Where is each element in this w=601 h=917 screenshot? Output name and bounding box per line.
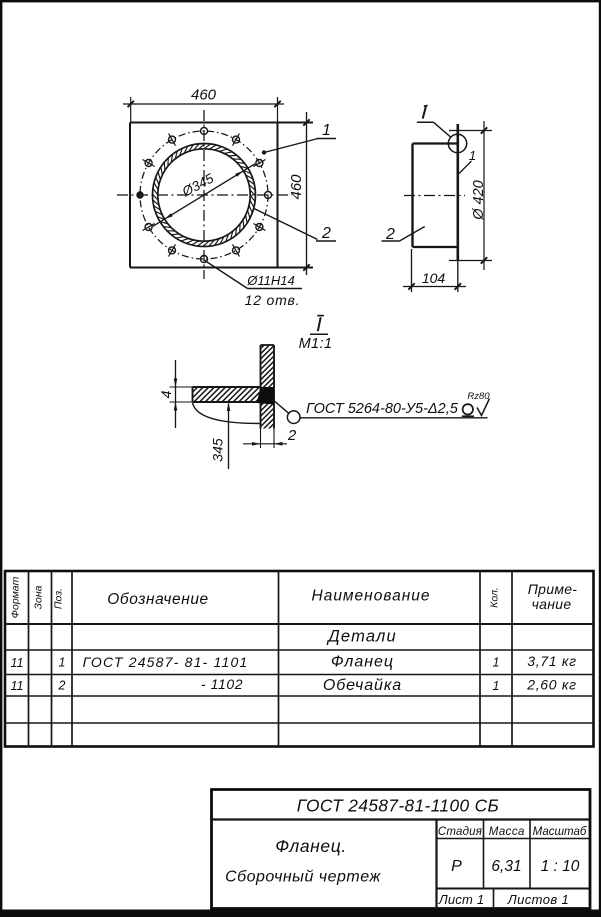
svg-text:Масштаб: Масштаб bbox=[533, 826, 587, 838]
svg-text:Приме-: Приме- bbox=[528, 581, 578, 597]
svg-text:Rz80: Rz80 bbox=[467, 391, 490, 402]
svg-text:11: 11 bbox=[11, 656, 24, 670]
svg-text:- 1102: - 1102 bbox=[201, 676, 243, 692]
svg-text:Фланец: Фланец bbox=[331, 654, 394, 671]
svg-text:Детали: Детали bbox=[326, 628, 397, 646]
svg-text:Наименование: Наименование bbox=[312, 588, 431, 605]
svg-text:Ø 420: Ø 420 bbox=[471, 180, 487, 221]
svg-text:1: 1 bbox=[322, 122, 331, 139]
svg-text:3,71 кг: 3,71 кг bbox=[527, 653, 577, 669]
svg-text:М1:1: М1:1 bbox=[299, 336, 333, 352]
svg-text:2: 2 bbox=[58, 679, 66, 693]
svg-text:2: 2 bbox=[287, 427, 297, 444]
svg-text:6,31: 6,31 bbox=[491, 858, 521, 875]
svg-text:1: 1 bbox=[59, 656, 66, 670]
svg-text:Лист 1: Лист 1 bbox=[438, 892, 485, 907]
svg-text:2: 2 bbox=[321, 225, 331, 242]
svg-text:Обечайка: Обечайка bbox=[323, 677, 402, 694]
svg-text:2: 2 bbox=[385, 226, 395, 243]
svg-text:4: 4 bbox=[158, 390, 174, 398]
svg-text:Р: Р bbox=[451, 858, 462, 875]
svg-text:Стадия: Стадия bbox=[438, 826, 482, 838]
svg-text:1: 1 bbox=[493, 656, 500, 670]
svg-text:11: 11 bbox=[11, 679, 24, 693]
svg-text:Листов 1: Листов 1 bbox=[507, 892, 569, 907]
svg-text:Кол.: Кол. bbox=[489, 587, 501, 608]
svg-text:Ø11H14: Ø11H14 bbox=[246, 273, 294, 288]
svg-text:ГОСТ 24587-81-1100 СБ: ГОСТ 24587-81-1100 СБ bbox=[297, 796, 499, 816]
svg-text:345: 345 bbox=[210, 438, 226, 462]
svg-text:Поз.: Поз. bbox=[53, 588, 65, 609]
svg-text:1 : 10: 1 : 10 bbox=[541, 858, 580, 875]
svg-text:Масса: Масса bbox=[489, 826, 525, 838]
svg-text:Сборочный чертеж: Сборочный чертеж bbox=[225, 869, 381, 886]
svg-text:Формат: Формат bbox=[10, 576, 22, 618]
svg-text:Зона: Зона bbox=[33, 585, 45, 609]
svg-text:460: 460 bbox=[288, 174, 305, 200]
svg-text:ГОСТ 24587- 81- 1101: ГОСТ 24587- 81- 1101 bbox=[83, 654, 249, 670]
svg-text:460: 460 bbox=[191, 87, 217, 104]
svg-text:Фланец.: Фланец. bbox=[275, 836, 347, 856]
svg-text:чание: чание bbox=[532, 596, 572, 612]
svg-text:ГОСТ 5264-80-У5-Δ2,5: ГОСТ 5264-80-У5-Δ2,5 bbox=[306, 401, 459, 417]
svg-text:1: 1 bbox=[469, 148, 476, 163]
svg-text:1: 1 bbox=[493, 679, 500, 693]
svg-text:2,60 кг: 2,60 кг bbox=[526, 677, 577, 693]
svg-text:104: 104 bbox=[422, 270, 446, 286]
svg-text:12 отв.: 12 отв. bbox=[245, 292, 301, 308]
svg-text:Обозначение: Обозначение bbox=[107, 591, 209, 608]
